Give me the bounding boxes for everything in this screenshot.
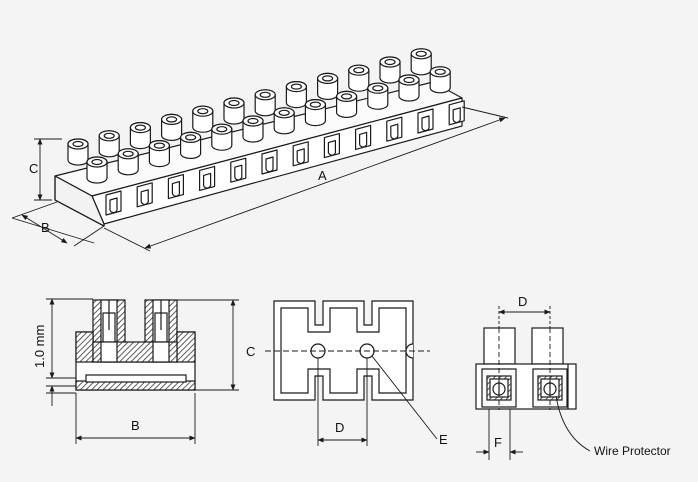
dim-c-label: C [29,161,38,176]
terminal-pillar [273,107,295,135]
wire-protector-label: Wire Protector [594,444,671,458]
terminal-pillar [285,80,307,109]
plan-dim-d-label: D [335,420,344,435]
terminal-pillar [336,90,358,118]
terminal-pillar [242,115,264,143]
wire-pocket [136,182,153,208]
terminal-pillar [348,64,370,92]
terminal-pillar [86,156,108,184]
terminal-pillar [223,97,245,125]
terminal-pillar [148,140,170,168]
terminal-pillar [367,82,389,110]
terminal-pillar [304,98,326,127]
terminal-pillar [192,105,214,133]
terminal-pillar [379,56,401,84]
terminal-pillar [67,138,89,166]
front-view [475,306,591,460]
terminal-pillar [117,148,139,176]
dim-a-label: A [318,168,327,183]
terminal-pillar [161,113,183,141]
wire-pocket [105,190,122,216]
isometric-dimensions [11,106,509,252]
wire-pocket [292,141,309,167]
terminal-pillar [317,72,339,100]
terminal-pillar [410,48,432,76]
terminal-pillar [429,66,451,94]
wire-pocket [230,157,247,183]
wire-pocket [323,133,340,159]
front-dim-d-label: D [518,294,527,309]
side-section-view [46,298,239,444]
thickness-label: 1.0 mm [32,325,47,368]
dim-f-label: F [494,435,502,450]
dim-b-label: B [41,220,50,235]
plan-dim-c-label: C [246,344,255,359]
wire-pocket [448,100,465,126]
wire-pocket [386,116,403,142]
dim-e-label: E [439,432,448,447]
terminal-pillar [129,121,151,150]
wire-pocket [417,108,434,134]
wire-pocket [261,149,278,175]
side-dim-b-label: B [131,418,140,433]
terminal-pillar [98,130,120,158]
terminal-pillar [254,89,276,117]
terminal-pillar [211,123,233,151]
wire-pocket [167,174,184,200]
terminal-block-isometric [54,48,465,227]
wire-pocket [199,165,216,191]
plan-view [265,300,438,446]
terminal-pillar [180,131,202,159]
terminal-pillar [398,74,420,102]
wire-pocket [355,124,372,150]
